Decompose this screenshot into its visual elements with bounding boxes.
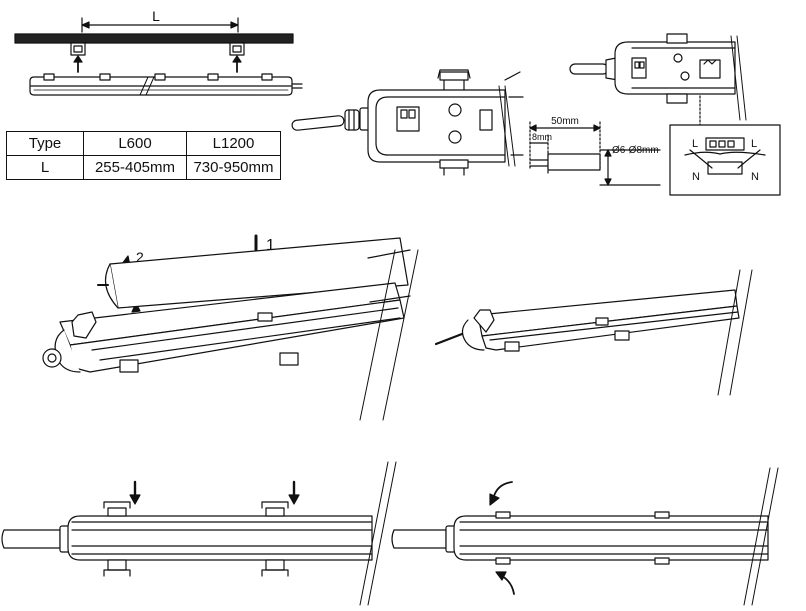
ceiling-bar [14, 33, 294, 44]
table-header-cell: L1200 [186, 131, 281, 156]
wiring-detail-panel: L L N N 50mm 8mm Ø6-Ø8mm [529, 33, 781, 196]
luminaire-side-view [29, 73, 303, 96]
strip-length-label: 50mm [551, 116, 579, 127]
table-cell: 730-950mm [186, 155, 281, 180]
terminal-l-right: L [751, 138, 757, 150]
mounting-dimension-panel: L [14, 8, 303, 96]
cable-gland-nut [344, 109, 360, 131]
terminal-l-left: L [692, 138, 698, 150]
arrow-down-icon [73, 55, 83, 73]
table-cell: L [6, 155, 84, 180]
tube-insertion-panel: 1 2 [42, 234, 419, 421]
neutral-n-right: N [751, 171, 759, 183]
end-cap-panel [291, 69, 524, 176]
tube-inserted-panel [434, 269, 753, 396]
strip-short-label: 8mm [532, 132, 552, 142]
arrow-down-icon [232, 55, 242, 73]
neutral-n-left: N [692, 171, 700, 183]
table-cell: 255-405mm [83, 155, 187, 180]
table-row: L 255-405mm 730-950mm [6, 155, 281, 180]
table-header-cell: L600 [83, 131, 187, 156]
arrow-down-icon [129, 480, 141, 505]
terminal-zoom-box [669, 124, 781, 196]
cable-diameter-label: Ø6-Ø8mm [612, 145, 659, 156]
release-panel [391, 467, 779, 606]
curved-arrow-icon [495, 571, 515, 595]
curved-arrow-icon [489, 481, 513, 506]
dimension-label: L [152, 8, 160, 24]
clip-mount-panel [1, 461, 397, 606]
table-header-cell: Type [6, 131, 84, 156]
step-rotate-label: 2 [136, 249, 144, 265]
table-header-row: Type L600 L1200 [6, 131, 281, 156]
arrow-down-icon [288, 480, 300, 505]
dimension-table: Type L600 L1200 L 255-405mm 730-950mm [6, 131, 281, 180]
step-push-label: 1 [266, 237, 275, 254]
